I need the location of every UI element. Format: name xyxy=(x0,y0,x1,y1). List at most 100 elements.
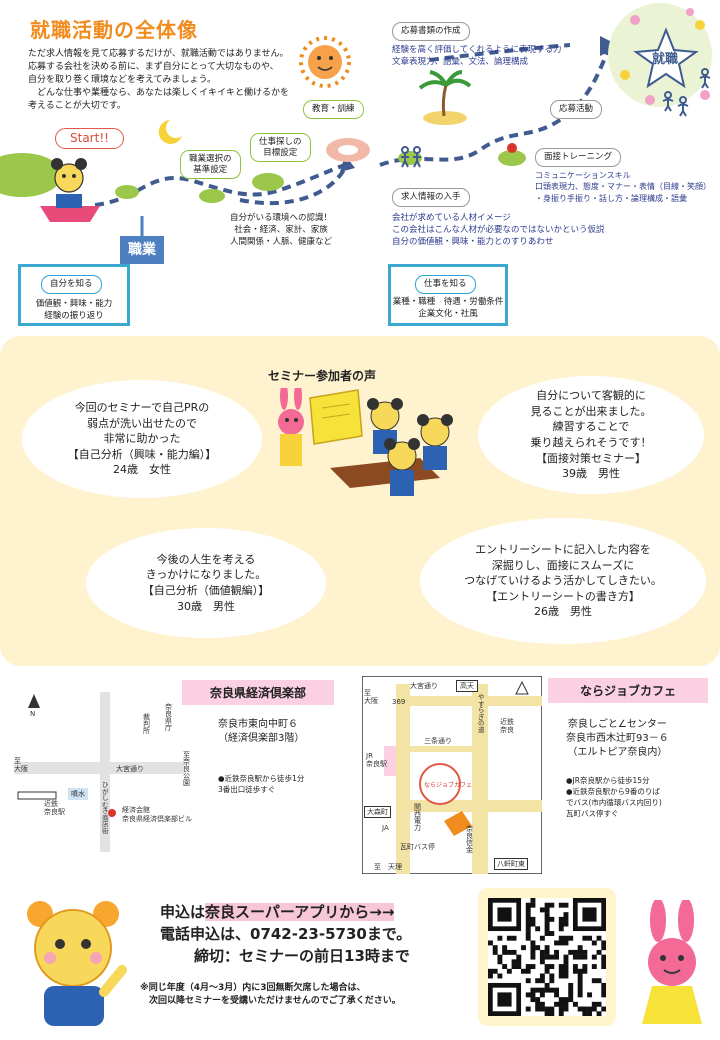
map1-kintetsu: 近鉄奈良駅 xyxy=(44,800,65,817)
whiteboard-icon xyxy=(309,389,363,445)
student-bear-icon xyxy=(384,438,420,496)
intro-line: どんな仕事や業種なら、あなたは楽しくイキイキと働けるかを xyxy=(28,88,290,99)
apply-phone: 電話申込は、0742-23-5730まで。 xyxy=(160,925,412,943)
map2-yasuragi: やすらぎの道 xyxy=(478,693,485,734)
map-road xyxy=(14,762,184,774)
character-boat-icon xyxy=(40,158,100,222)
kankyo-desc: 自分がいる環境への認識！ 社会・経済、家計、家族 人間関係・人脈、健康など xyxy=(230,213,333,248)
ouboshorui-tag: 応募書類の作成 xyxy=(392,22,470,41)
intro-line: 自分を取り巻く環境などを考えてみましょう。 xyxy=(28,75,217,86)
map-road xyxy=(472,684,488,874)
roadmap-path-2 xyxy=(239,166,347,206)
map1-fountain: 噴水 xyxy=(68,788,88,800)
map2-omorimachi: 大森町 xyxy=(364,806,391,818)
map2-sanjo: 三条通り xyxy=(424,737,452,745)
map1-north: N xyxy=(30,710,36,718)
seminar-title: セミナー参加者の声 xyxy=(268,369,377,383)
people-icon xyxy=(662,68,711,117)
kyouiku-tag: 教育・訓練 xyxy=(303,100,364,119)
office-name: 奈良県経済倶楽部 xyxy=(182,680,334,705)
roadmap-path-3 xyxy=(379,44,612,167)
map2-route: 369 xyxy=(392,698,406,706)
shigoto-desc: 業種・職種 待遇・労働条件 企業文化・社風 xyxy=(392,296,504,319)
roadmap-path-4 xyxy=(429,43,571,62)
goal-label: 就職 xyxy=(652,52,679,67)
office-address: 奈良しごと∠センター 奈良市西木辻町93－６ （エルトピア奈良内） xyxy=(566,719,669,758)
voice-bubble: エントリーシートに記入した内容を 深掘りし、面接にスムーズに つなげていけるよう… xyxy=(420,518,706,644)
shigotosagashi-tag: 仕事探しの 目標設定 xyxy=(250,133,311,163)
map2-to-osaka: 至大阪 xyxy=(364,689,378,705)
office-name: ならジョブカフェ xyxy=(548,678,708,703)
north-arrow-icon xyxy=(515,680,529,695)
station-block xyxy=(384,746,396,776)
map2-nara-shinkin: 奈良信金 xyxy=(466,825,473,854)
map-road xyxy=(410,746,472,752)
swim-ring-icon xyxy=(326,138,370,162)
hill-icon xyxy=(115,185,139,199)
map2-takaten: 高天 xyxy=(456,680,478,692)
apple-icon xyxy=(507,143,517,153)
intro-text: ただ求人情報を見て応募するだけが、就職活動ではありません。 応募する会社を決める… xyxy=(28,48,318,113)
mensetsu-desc: コミュニケーションスキル 口頭表現力、態度・マナー・表情（目線・笑顔） ・身振り… xyxy=(535,171,711,203)
north-arrow-icon xyxy=(28,694,40,708)
hill-icon xyxy=(199,189,225,203)
palm-tree-icon xyxy=(418,70,472,125)
oubokatsudo-tag: 応募活動 xyxy=(550,100,603,119)
kyujin-tag: 求人情報の入手 xyxy=(392,188,470,207)
intro-line: ただ求人情報を見て応募するだけが、就職活動ではありません。 xyxy=(28,49,289,59)
roadmap-path-1 xyxy=(94,163,346,207)
super-app-link[interactable]: 奈良スーパーアプリから→→ xyxy=(205,903,395,921)
student-bear-icon xyxy=(417,414,453,470)
page-title: 就職活動の全体像 xyxy=(30,18,198,42)
hill-icon xyxy=(0,153,62,197)
rabbit-mascot-icon xyxy=(642,900,702,1024)
kyujin-desc: 会社が求めている人材イメージ この会社はこんな人材が必要なのではないかという仮説… xyxy=(392,213,605,248)
office-access: ●JR奈良駅から徒歩15分 ●近鉄奈良駅から9番のりば でバス(市内循環バス内回… xyxy=(566,776,662,818)
map1-to-osaka: 至大阪 xyxy=(14,757,28,773)
bear-mascot-icon xyxy=(27,901,127,1026)
map-road xyxy=(396,696,542,706)
map2-kawaramachi: 瓦町バス停 xyxy=(400,843,435,851)
intro-line: 応募する会社を決める前に、まず自分にとって大切なものや、 xyxy=(28,62,279,73)
intro-line: 考えることが大切です。 xyxy=(28,101,126,112)
office-access: ●近鉄奈良駅から徒歩1分 3番出口徒歩すぐ xyxy=(218,774,305,794)
seminar-illustration xyxy=(278,388,453,496)
map1-shopping: ひがしむき商店街 xyxy=(102,781,109,835)
map1-park: 至奈良公園 xyxy=(183,751,190,787)
hill-icon xyxy=(252,173,284,191)
shokugyo-sign: 職業 xyxy=(120,236,164,264)
location-pin-icon xyxy=(108,809,116,817)
attendance-note: ※同じ年度（4月～3月）内に3回無断欠席した場合は、 次回以降セミナーを受講いた… xyxy=(140,983,401,1007)
hill-icon xyxy=(498,150,526,166)
rail-icon xyxy=(17,791,57,800)
shigoto-title: 仕事を知る xyxy=(415,275,476,294)
map1-kencho: 奈良県庁 xyxy=(165,703,172,732)
map2-yakenmachi: 八軒町東 xyxy=(494,858,528,870)
map1-omiya: 大宮通り xyxy=(116,765,144,773)
map2-ja: JA xyxy=(382,824,389,832)
shokugyo-sentaku-tag: 職業選択の 基準設定 xyxy=(180,150,241,180)
map-road xyxy=(396,684,410,874)
rabbit-teacher-icon xyxy=(278,388,304,466)
jibun-box: 自分を知る 価値観・興味・能力 経験の振り返り xyxy=(18,264,130,326)
map1-kaikan: 経済会館奈良県経済倶楽部ビル xyxy=(122,806,192,823)
shigoto-box: 仕事を知る 業種・職種 待遇・労働条件 企業文化・社風 xyxy=(388,264,508,326)
map2-kansai: 関西電力 xyxy=(414,803,421,832)
map1-saibansho: 裁判所 xyxy=(143,713,150,735)
jibun-title: 自分を知る xyxy=(41,275,102,294)
jobcafe-logo-icon xyxy=(419,763,461,805)
apply-deadline: 締切：セミナーの前日13時まで xyxy=(194,947,410,965)
start-label: Start!! xyxy=(55,128,124,149)
apply-line-1: 申込は奈良スーパーアプリから→→ xyxy=(160,903,395,921)
mensetsu-tag: 面接トレーニング xyxy=(535,148,622,167)
voice-bubble: 今回のセミナーで自己PRの 弱点が洗い出せたので 非常に助かった 【自己分析（興… xyxy=(22,380,262,498)
sun-icon xyxy=(299,36,351,88)
jibun-desc: 価値観・興味・能力 経験の振り返り xyxy=(35,298,113,321)
voice-bubble: 今後の人生を考える きっかけになりました。 【自己分析（価値観編）】 30歳 男… xyxy=(86,528,326,638)
building-icon xyxy=(444,811,472,836)
qr-code-icon[interactable] xyxy=(488,898,606,1016)
map2-omiya: 大宮通り xyxy=(410,682,438,690)
map2-to-tenri: 至 天理 xyxy=(374,863,402,871)
map2-jobcafe: ならジョブカフェ xyxy=(424,782,473,789)
